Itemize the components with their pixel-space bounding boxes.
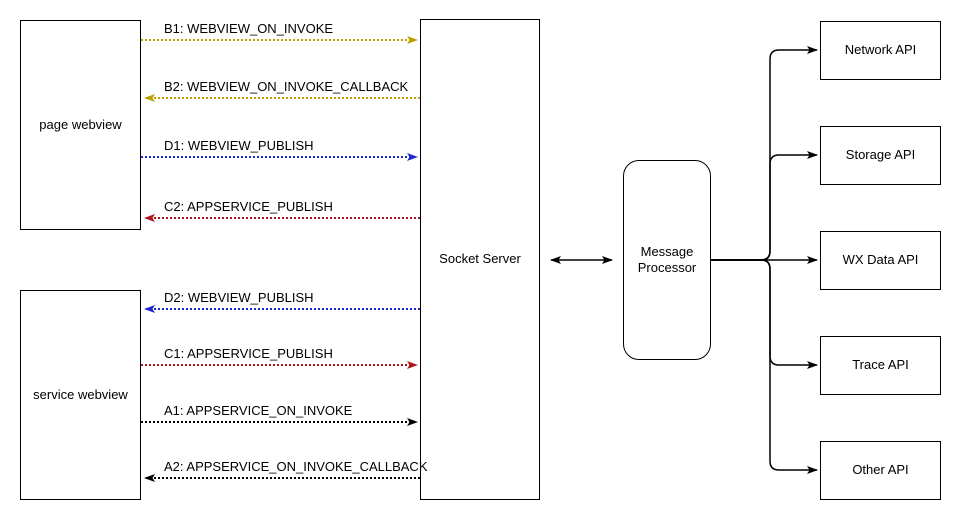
node-socket-server: Socket Server <box>420 19 540 500</box>
arrow-processor-to-storage-api <box>711 151 818 261</box>
arrow-processor-to-other-api <box>711 259 818 474</box>
message-label-d2: D2: WEBVIEW_PUBLISH <box>164 290 314 305</box>
message-label-c2: C2: APPSERVICE_PUBLISH <box>164 199 333 214</box>
node-storage-api: Storage API <box>820 126 941 185</box>
node-message-processor: Message Processor <box>623 160 711 360</box>
message-label-d1: D1: WEBVIEW_PUBLISH <box>164 138 314 153</box>
node-trace-api-label: Trace API <box>852 357 909 373</box>
node-other-api: Other API <box>820 441 941 500</box>
node-network-api: Network API <box>820 21 941 80</box>
node-message-processor-label: Message Processor <box>637 243 697 275</box>
node-trace-api: Trace API <box>820 336 941 395</box>
node-network-api-label: Network API <box>844 42 917 58</box>
message-label-b1: B1: WEBVIEW_ON_INVOKE <box>164 21 334 36</box>
node-other-api-label: Other API <box>852 462 909 478</box>
node-socket-server-label: Socket Server <box>439 251 521 267</box>
message-label-a2: A2: APPSERVICE_ON_INVOKE_CALLBACK <box>164 459 428 474</box>
message-label-c1: C1: APPSERVICE_PUBLISH <box>164 346 333 361</box>
node-service-webview: service webview <box>20 290 141 500</box>
message-label-b2: B2: WEBVIEW_ON_INVOKE_CALLBACK <box>164 79 409 94</box>
node-wx-data-api: WX Data API <box>820 231 941 290</box>
node-page-webview: page webview <box>20 20 141 230</box>
arrow-processor-to-trace-api <box>711 259 818 369</box>
node-service-webview-label: service webview <box>33 386 128 402</box>
message-label-a1: A1: APPSERVICE_ON_INVOKE <box>164 403 353 418</box>
node-storage-api-label: Storage API <box>845 147 916 163</box>
node-wx-data-api-label: WX Data API <box>842 252 919 268</box>
node-page-webview-label: page webview <box>39 116 122 132</box>
